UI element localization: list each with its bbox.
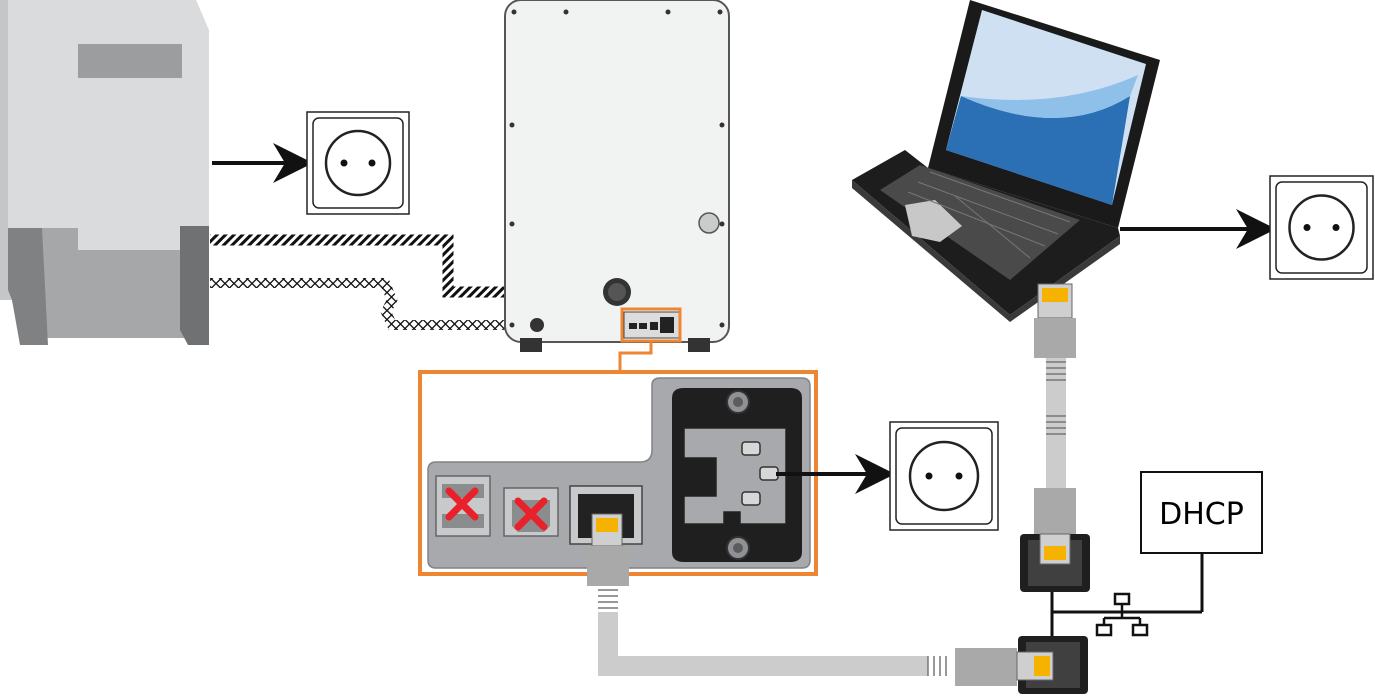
highlight-leader [618, 341, 653, 373]
power-inlet-icon [672, 388, 802, 562]
network-topology-icon [1050, 553, 1204, 636]
network-topology-icon [1095, 592, 1149, 637]
cross-mark-icon [445, 487, 479, 521]
power-socket-icon [889, 421, 999, 531]
rj45-connector-icon [587, 513, 629, 609]
instrument-rear-icon [504, 0, 730, 352]
rj45-connector-icon [1034, 488, 1076, 565]
cross-mark-icon [514, 497, 548, 531]
power-socket-icon [1269, 175, 1374, 280]
rj45-connector-icon [927, 648, 1054, 686]
power-socket-icon [306, 111, 410, 215]
diamond-cable [210, 278, 535, 330]
rj45-connector-icon [1034, 283, 1076, 435]
network-cable [598, 612, 928, 676]
dhcp-label: DHCP [1159, 497, 1244, 532]
dhcp-server: DHCP [1140, 471, 1263, 554]
laptop-icon [852, 0, 1160, 322]
appliance-icon [0, 0, 209, 345]
